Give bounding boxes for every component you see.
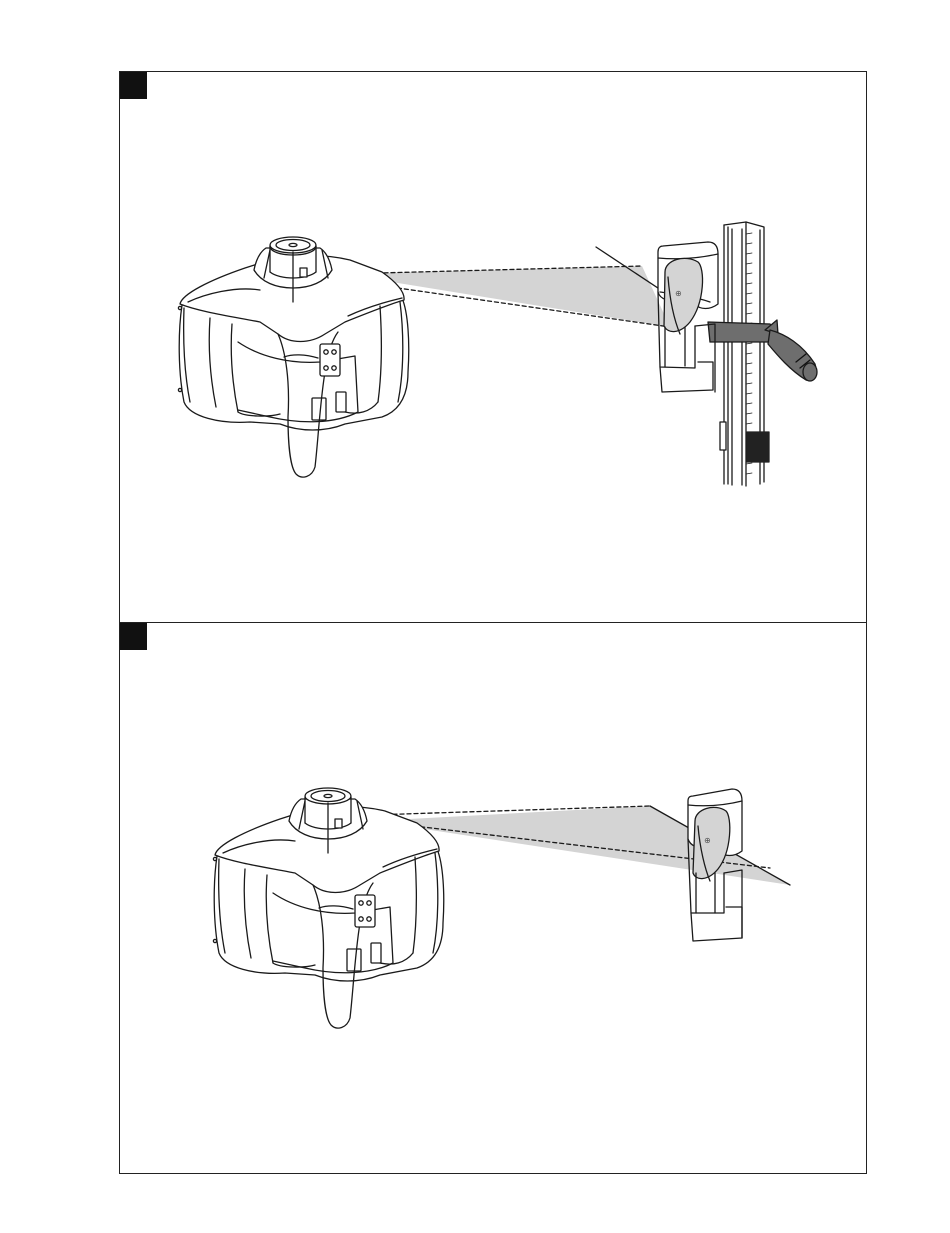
figure-panel-top: ⊕ [119,71,867,623]
rotating-laser [178,237,408,477]
rotating-laser [213,788,443,1028]
svg-text:⊕: ⊕ [704,836,711,845]
figure-panel-bottom: ⊕ [119,622,867,1174]
svg-text:⊕: ⊕ [675,289,682,298]
figure-illustration-top: ⊕ [120,72,868,624]
figure-illustration-bottom: ⊕ [120,623,868,1175]
leveling-staff [720,222,769,486]
laser-receiver: ⊕ [658,242,718,392]
